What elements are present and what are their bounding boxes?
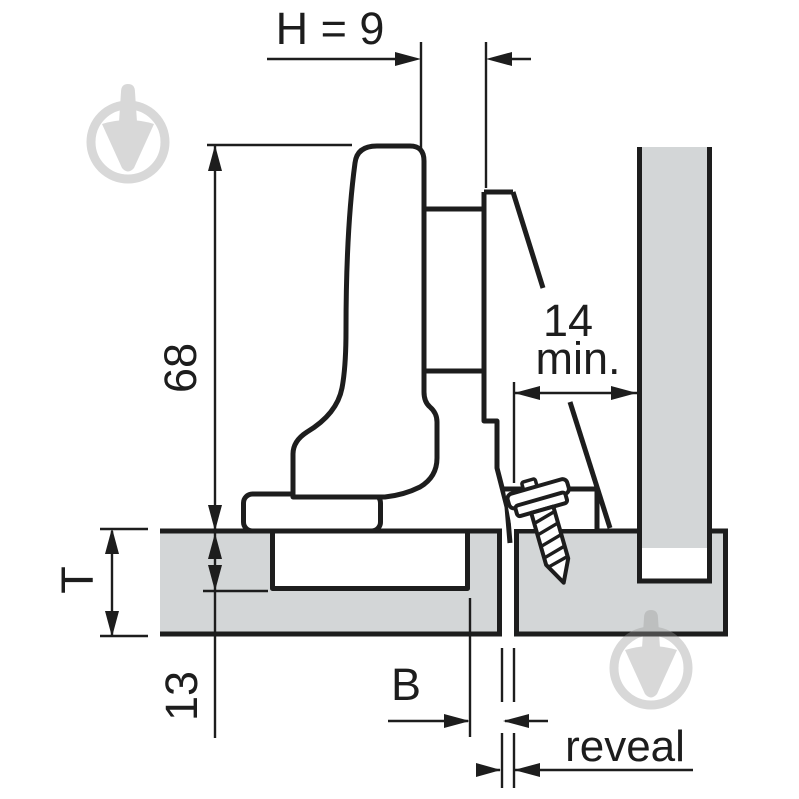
- mounting-screw: [505, 477, 571, 585]
- label-min-clearance-value: 14: [543, 295, 593, 346]
- dim-drill-depth: 13: [156, 533, 268, 721]
- dim-min-clearance: 14 min.: [512, 295, 637, 483]
- dim-door-thickness: T: [52, 527, 148, 638]
- label-door-thickness: T: [52, 566, 103, 594]
- hinge-cup-flange: [241, 491, 383, 534]
- label-arm-height: 68: [155, 343, 206, 393]
- label-reveal: reveal: [565, 722, 685, 771]
- label-min-clearance-unit: min.: [535, 333, 620, 384]
- label-boss-height: H = 9: [276, 3, 385, 54]
- dim-boss-height: H = 9: [267, 3, 531, 188]
- label-bore-distance: B: [391, 659, 421, 710]
- label-drill-depth: 13: [156, 671, 207, 721]
- cabinet-side-panel: [637, 147, 712, 584]
- dim-reveal: reveal: [476, 648, 693, 788]
- dim-arm-height: 68: [155, 143, 352, 738]
- trowel-badge-icon: [86, 84, 170, 184]
- trowel-badge-icon: [609, 610, 693, 710]
- hinge-cup-bore: [270, 533, 470, 591]
- dim-bore-distance: B: [388, 598, 548, 737]
- hinge-arm: [290, 143, 483, 500]
